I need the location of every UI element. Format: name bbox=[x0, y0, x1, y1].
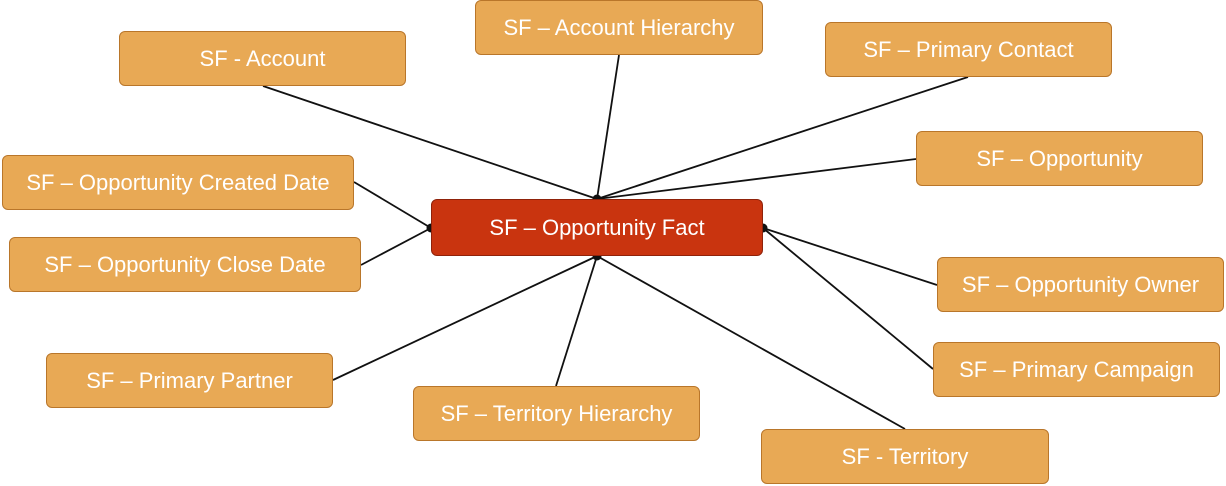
connector-territory bbox=[596, 255, 906, 430]
node-opportunity-owner-label: SF – Opportunity Owner bbox=[961, 271, 1200, 297]
node-primary-contact-label: SF – Primary Contact bbox=[863, 36, 1074, 62]
node-account: SF - Account bbox=[119, 31, 406, 86]
node-primary-contact: SF – Primary Contact bbox=[825, 22, 1112, 77]
connector-territory-hierarchy bbox=[555, 255, 598, 387]
node-opportunity-created-date: SF – Opportunity Created Date bbox=[2, 155, 354, 210]
node-primary-campaign-label: SF – Primary Campaign bbox=[959, 356, 1194, 382]
node-opportunity: SF – Opportunity bbox=[916, 131, 1203, 186]
connector-primary-contact bbox=[596, 76, 969, 200]
node-account-label: SF - Account bbox=[199, 45, 326, 71]
node-account-hierarchy-label: SF – Account Hierarchy bbox=[503, 14, 735, 40]
node-opportunity-created-date-label: SF – Opportunity Created Date bbox=[26, 169, 330, 195]
node-primary-campaign: SF – Primary Campaign bbox=[933, 342, 1220, 397]
node-opportunity-close-date: SF – Opportunity Close Date bbox=[9, 237, 361, 292]
node-territory: SF - Territory bbox=[761, 429, 1049, 484]
node-opportunity-close-date-label: SF – Opportunity Close Date bbox=[44, 251, 326, 277]
node-primary-partner: SF – Primary Partner bbox=[46, 353, 333, 408]
connector-opp-created-date bbox=[353, 181, 432, 229]
connector-account bbox=[262, 85, 598, 200]
node-primary-partner-label: SF – Primary Partner bbox=[86, 367, 293, 393]
connector-primary-campaign bbox=[762, 227, 934, 370]
node-opportunity-owner: SF – Opportunity Owner bbox=[937, 257, 1224, 312]
node-territory-hierarchy-label: SF – Territory Hierarchy bbox=[440, 400, 673, 426]
connector-account-hierarchy bbox=[596, 54, 620, 200]
connector-opp-close-date bbox=[360, 227, 432, 266]
node-opportunity-label: SF – Opportunity bbox=[976, 145, 1143, 171]
node-territory-label: SF - Territory bbox=[841, 443, 969, 469]
node-territory-hierarchy: SF – Territory Hierarchy bbox=[413, 386, 700, 441]
node-account-hierarchy: SF – Account Hierarchy bbox=[475, 0, 763, 55]
connector-opportunity bbox=[596, 158, 917, 200]
node-opportunity-fact: SF – Opportunity Fact bbox=[431, 199, 763, 256]
connector-primary-partner bbox=[332, 255, 598, 381]
node-opportunity-fact-label: SF – Opportunity Fact bbox=[489, 214, 705, 240]
connector-opp-owner bbox=[762, 227, 938, 286]
